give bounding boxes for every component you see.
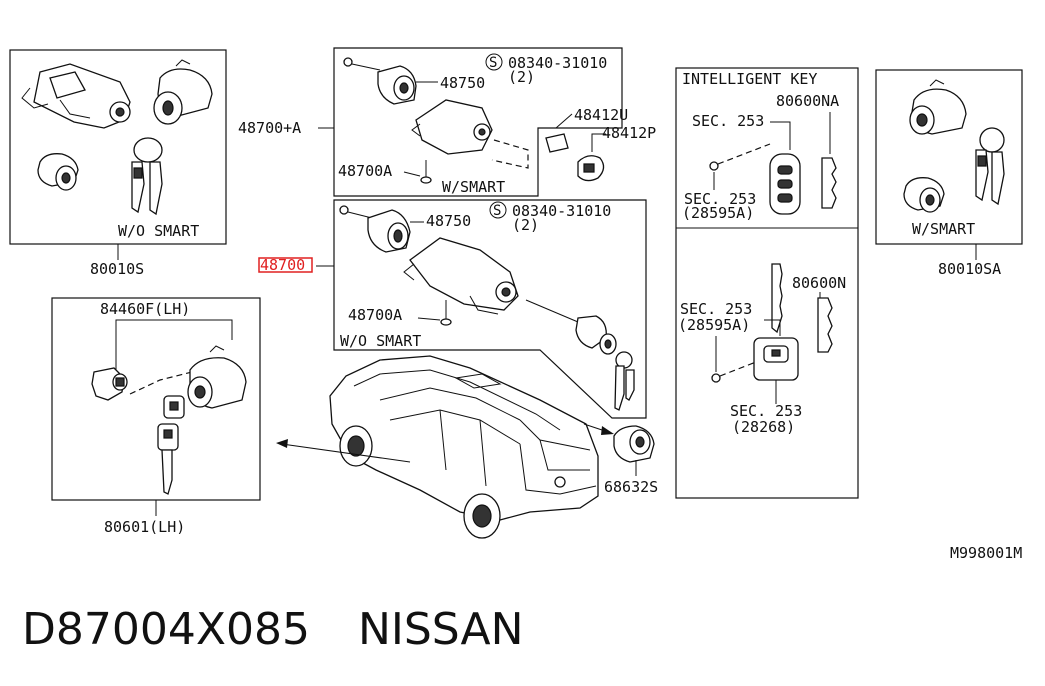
s-symbol-2: S — [493, 203, 501, 219]
label-sec253-d: SEC. 253 — [730, 402, 802, 420]
caption-part-number: D87004X085 — [22, 604, 310, 655]
screw-drawing-ikey-2 — [711, 361, 757, 383]
knob-group — [545, 113, 606, 182]
emergency-key-drawing-1 — [821, 157, 837, 209]
label-w-smart-center: W/SMART — [442, 178, 505, 196]
box-wo-smart-ignition: 08340-31010 (2) 48750 48700A W/O SMART S — [333, 199, 647, 419]
steering-lock-body-drawing-2 — [403, 237, 519, 315]
caption-brand: NISSAN — [357, 604, 524, 655]
ignition-lock-assembly-drawing — [21, 63, 131, 129]
key-switch-harness-drawing — [525, 299, 617, 355]
box-with-smart-ignition: 08340-31010 (2) 48750 48700A W/SMART S — [333, 47, 623, 197]
label-qty-1: (2) — [508, 68, 535, 86]
cylinder-48750-drawing-1 — [377, 65, 417, 105]
screw-drawing-ikey-1 — [709, 143, 771, 171]
screw-48700a-drawing-1 — [420, 160, 432, 184]
box-intelligent-key: INTELLIGENT KEY 80600NA SEC. 253 SEC. 25… — [675, 67, 859, 499]
bottom-caption: D87004X085 NISSAN — [22, 598, 1022, 662]
box-with-smart-set: W/SMART — [875, 69, 1023, 245]
label-48750-1: 48750 — [440, 74, 485, 92]
box-wo-smart-set: W/O SMART — [9, 49, 227, 245]
lh-keys-drawing — [157, 395, 185, 495]
screw-drawing-2 — [339, 205, 373, 219]
cylinder-48750-drawing-2 — [367, 209, 411, 253]
intelligent-key-fob-drawing — [769, 153, 801, 215]
highlight-box-48700 — [258, 257, 313, 273]
label-48750-2: 48750 — [426, 212, 471, 230]
label-80601-lh: 80601(LH) — [104, 518, 185, 536]
label-80010sa: 80010SA — [938, 260, 1001, 278]
label-08340-31010-1: 08340-31010 — [508, 54, 607, 72]
arrow-to-back-door — [601, 426, 614, 435]
label-sec253-b: SEC. 253 — [684, 190, 756, 208]
label-intelligent-key: INTELLIGENT KEY — [682, 70, 817, 88]
label-48700a-2: 48700A — [348, 306, 402, 324]
right-small-cylinder-drawing — [903, 177, 945, 213]
emergency-key-drawing-2 — [817, 297, 833, 353]
label-sec253-a: SEC. 253 — [692, 112, 764, 130]
box-lh-door-cylinder: 84460F(LH) — [51, 297, 261, 501]
label-sec253-c: SEC. 253 — [680, 300, 752, 318]
label-wo-smart-left: W/O SMART — [118, 222, 199, 240]
door-cylinder-drawing — [153, 59, 213, 125]
label-qty-2: (2) — [512, 216, 539, 234]
screw-drawing-1 — [343, 57, 381, 71]
label-80600na: 80600NA — [776, 92, 839, 110]
center-keys-drawing — [614, 351, 635, 411]
label-80600n: 80600N — [792, 274, 846, 292]
label-48700a-1: 48700A — [338, 162, 392, 180]
label-48412p: 48412P — [602, 124, 656, 142]
keys-drawing — [131, 137, 163, 216]
label-80010s: 80010S — [90, 260, 144, 278]
label-48412u: 48412U — [574, 106, 628, 124]
steering-lock-body-drawing-1 — [411, 99, 493, 155]
screw-48700a-drawing-2 — [440, 300, 452, 326]
label-28595a-c: (28595A) — [678, 316, 750, 334]
right-keys-drawing — [975, 127, 1005, 206]
label-48700-highlight[interactable]: 48700 — [260, 256, 305, 274]
small-cylinder-drawing — [37, 153, 79, 191]
label-08340-31010-2: 08340-31010 — [512, 202, 611, 220]
lh-door-cylinder-drawing — [187, 345, 247, 409]
label-68632s: 68632S — [604, 478, 658, 496]
label-48700-plus-a: 48700+A — [238, 119, 301, 137]
label-28595a-b: (28595A) — [682, 204, 754, 222]
label-28268-d: (28268) — [732, 418, 795, 436]
label-84460f-lh: 84460F(LH) — [100, 300, 190, 318]
arrow-to-lh — [276, 439, 288, 448]
mechanical-key-drawing — [753, 263, 799, 381]
back-door-cylinder-drawing — [613, 425, 655, 476]
label-wo-smart-center: W/O SMART — [340, 332, 421, 350]
right-door-cylinder-drawing — [909, 79, 967, 135]
label-figure-code: M998001M — [950, 544, 1022, 562]
lh-door-lever-drawing — [91, 367, 128, 401]
s-symbol-1: S — [489, 55, 497, 71]
label-w-smart-right: W/SMART — [912, 220, 975, 238]
vehicle-drawing — [329, 355, 599, 539]
